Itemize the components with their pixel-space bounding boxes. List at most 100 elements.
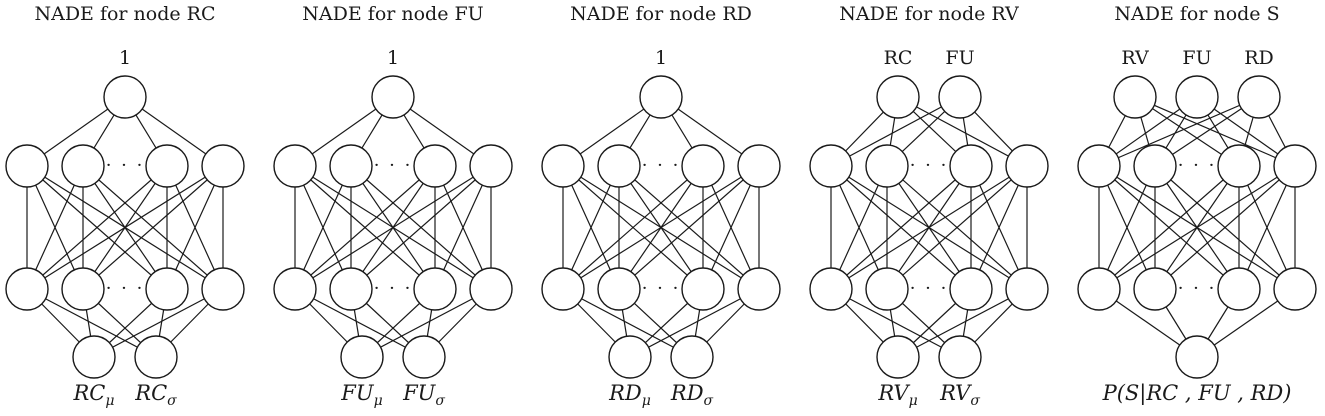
edge-hidden2-output bbox=[629, 288, 760, 358]
panel-title: NADE for node RD bbox=[570, 3, 752, 25]
output-label-base: RC bbox=[134, 381, 167, 405]
hidden-node-layer1 bbox=[201, 144, 245, 188]
hidden-node-layer2 bbox=[541, 267, 585, 311]
output-node bbox=[876, 335, 920, 379]
output-label: RDσ bbox=[670, 381, 714, 409]
hidden-node-layer2 bbox=[865, 267, 909, 311]
input-label: 1 bbox=[655, 47, 667, 69]
edge-hidden2-output bbox=[93, 288, 224, 358]
hidden-node-layer1 bbox=[737, 144, 781, 188]
output-node bbox=[608, 335, 652, 379]
hidden-node-layer1 bbox=[1217, 144, 1261, 188]
input-node bbox=[1113, 75, 1157, 119]
input-label: 1 bbox=[119, 47, 131, 69]
hidden-layer-ellipsis: · · · bbox=[910, 155, 949, 176]
edge-hidden1-hidden2 bbox=[618, 165, 760, 290]
edge-hidden1-hidden2 bbox=[830, 165, 972, 290]
edge-hidden1-hidden2 bbox=[166, 165, 224, 290]
hidden-node-layer2 bbox=[273, 267, 317, 311]
edge-hidden2-output bbox=[897, 288, 1028, 358]
hidden-node-layer2 bbox=[597, 267, 641, 311]
edges bbox=[562, 96, 760, 358]
input-label: FU bbox=[945, 47, 974, 69]
output-label: FUμ bbox=[340, 381, 382, 409]
hidden-node-layer1 bbox=[469, 144, 513, 188]
hidden-layer-ellipsis: · · · bbox=[374, 278, 413, 299]
output-label-base: RD bbox=[670, 381, 704, 405]
hidden-node-layer2 bbox=[145, 267, 189, 311]
hidden-layer-ellipsis: · · · bbox=[106, 155, 145, 176]
edge-hidden2-output bbox=[26, 288, 157, 358]
edge-hidden1-hidden2 bbox=[294, 165, 436, 290]
edges bbox=[294, 96, 492, 358]
hidden-node-layer1 bbox=[541, 144, 585, 188]
output-label: RCμ bbox=[73, 381, 115, 409]
edge-hidden1-hidden2 bbox=[1154, 165, 1296, 290]
edge-input-hidden1 bbox=[830, 96, 961, 167]
edge-hidden1-hidden2 bbox=[294, 165, 492, 290]
input-node bbox=[1237, 75, 1281, 119]
input-node bbox=[938, 75, 982, 119]
output-node bbox=[670, 335, 714, 379]
hidden-layer-ellipsis: · · · bbox=[1178, 278, 1217, 299]
hidden-node-layer1 bbox=[329, 144, 373, 188]
edge-hidden1-hidden2 bbox=[26, 165, 84, 290]
edge-hidden2-output bbox=[562, 288, 693, 358]
output-node bbox=[402, 335, 446, 379]
input-label: RV bbox=[1121, 47, 1149, 69]
input-node bbox=[1175, 75, 1219, 119]
hidden-node-layer2 bbox=[413, 267, 457, 311]
edges bbox=[1098, 96, 1296, 358]
input-label: FU bbox=[1182, 47, 1211, 69]
hidden-node-layer2 bbox=[737, 267, 781, 311]
hidden-node-layer1 bbox=[1133, 144, 1177, 188]
hidden-node-layer1 bbox=[1273, 144, 1317, 188]
edge-hidden1-hidden2 bbox=[350, 165, 492, 290]
output-expression: P(S|RC , FU , RD) bbox=[1102, 381, 1292, 406]
edge-input-hidden1 bbox=[1134, 96, 1296, 167]
hidden-node-layer2 bbox=[1133, 267, 1177, 311]
hidden-node-layer2 bbox=[61, 267, 105, 311]
edge-hidden1-hidden2 bbox=[970, 165, 1028, 290]
hidden-node-layer1 bbox=[597, 144, 641, 188]
input-label: RD bbox=[1244, 47, 1274, 69]
hidden-node-layer1 bbox=[61, 144, 105, 188]
edge-hidden2-output bbox=[361, 288, 492, 358]
edge-hidden1-hidden2 bbox=[26, 165, 224, 290]
edge-hidden1-hidden2 bbox=[562, 165, 704, 290]
hidden-node-layer1 bbox=[273, 144, 317, 188]
hidden-node-layer1 bbox=[1005, 144, 1049, 188]
hidden-layer-ellipsis: · · · bbox=[642, 155, 681, 176]
output-node bbox=[134, 335, 178, 379]
input-node bbox=[876, 75, 920, 119]
hidden-node-layer2 bbox=[1005, 267, 1049, 311]
edge-hidden2-output bbox=[830, 288, 961, 358]
output-node bbox=[938, 335, 982, 379]
output-label-base: RV bbox=[877, 381, 910, 405]
edge-hidden1-hidden2 bbox=[1098, 165, 1296, 290]
edge-hidden1-hidden2 bbox=[702, 165, 760, 290]
edges bbox=[830, 96, 1028, 358]
output-label-subscript: σ bbox=[167, 393, 177, 409]
hidden-node-layer2 bbox=[5, 267, 49, 311]
hidden-node-layer2 bbox=[1273, 267, 1317, 311]
edge-input-hidden1 bbox=[897, 96, 1028, 167]
hidden-layer-ellipsis: · · · bbox=[1178, 155, 1217, 176]
hidden-node-layer1 bbox=[681, 144, 725, 188]
hidden-node-layer1 bbox=[865, 144, 909, 188]
hidden-node-layer2 bbox=[809, 267, 853, 311]
output-node bbox=[72, 335, 116, 379]
hidden-node-layer2 bbox=[681, 267, 725, 311]
hidden-node-layer1 bbox=[1077, 144, 1121, 188]
edge-hidden1-hidden2 bbox=[562, 165, 620, 290]
output-label-base: RV bbox=[939, 381, 972, 405]
hidden-node-layer2 bbox=[201, 267, 245, 311]
output-node bbox=[1175, 335, 1219, 379]
edges bbox=[26, 96, 224, 358]
hidden-layer-ellipsis: · · · bbox=[642, 278, 681, 299]
output-label-subscript: σ bbox=[704, 393, 714, 409]
output-label-base: RD bbox=[608, 381, 642, 405]
edge-hidden1-hidden2 bbox=[1238, 165, 1296, 290]
